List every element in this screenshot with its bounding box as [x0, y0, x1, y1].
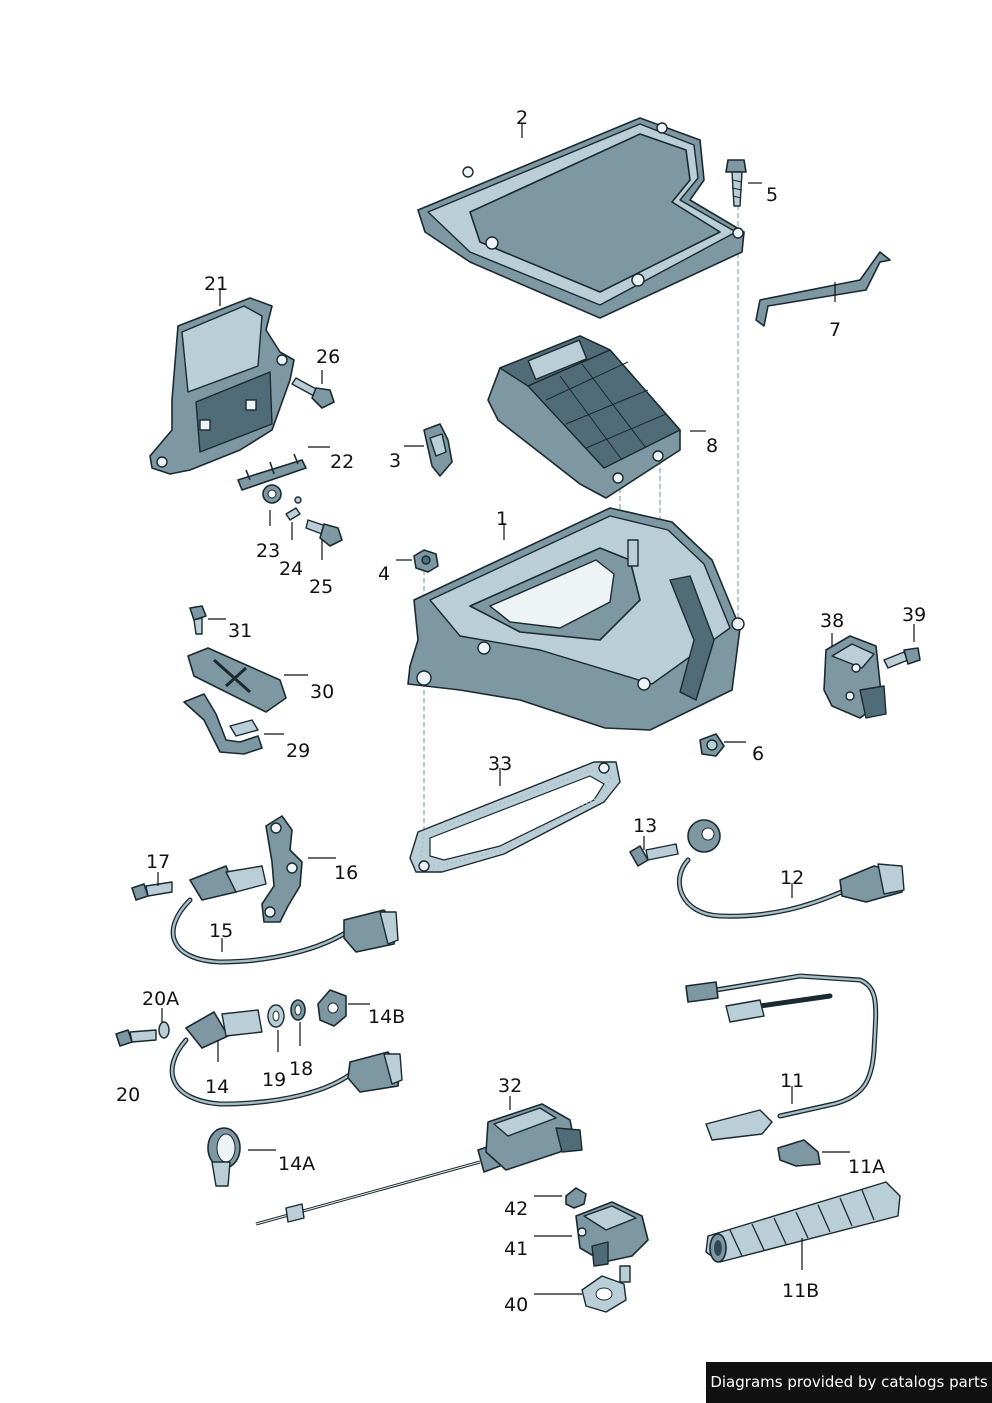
part-bolt-20	[115, 1029, 157, 1047]
part-housing	[407, 507, 745, 731]
part-clip-24	[285, 496, 302, 521]
part-screw-25	[305, 519, 343, 547]
part-bracket-16	[261, 815, 303, 923]
part-washer-20a	[158, 1021, 170, 1039]
callout-38: 38	[820, 610, 844, 632]
part-screw-26	[291, 377, 335, 409]
callout-24: 24	[279, 558, 303, 580]
part-ring-19	[267, 1004, 285, 1028]
part-sensor-14	[169, 1009, 403, 1107]
callout-41: 41	[504, 1238, 528, 1260]
callout-11: 11	[780, 1070, 804, 1092]
part-bracket-7	[755, 251, 891, 327]
callout-3: 3	[389, 450, 401, 472]
part-sensor-6	[699, 733, 725, 757]
part-nut-4	[413, 549, 439, 573]
callout-1: 1	[496, 508, 508, 530]
callout-2: 2	[516, 107, 528, 129]
part-bolt-5	[725, 159, 747, 207]
part-clip-3	[423, 423, 453, 477]
callout-20: 20	[116, 1084, 140, 1106]
part-clamp-14a	[207, 1127, 241, 1187]
callout-11b: 11B	[782, 1280, 819, 1302]
callout-19: 19	[262, 1069, 286, 1091]
part-cover	[417, 117, 745, 319]
callout-22: 22	[330, 451, 354, 473]
callout-29: 29	[286, 740, 310, 762]
part-strip-22	[237, 453, 307, 491]
callout-25: 25	[309, 576, 333, 598]
part-bracket-29	[183, 693, 263, 755]
callout-labels: 1 2 3 4 5 6 7 8 11 11A 11B 12 13 14 14A …	[116, 107, 926, 1316]
callout-40: 40	[504, 1294, 528, 1316]
part-module-38	[823, 635, 887, 719]
part-screw-39	[883, 647, 921, 669]
part-gasket-33	[409, 761, 621, 873]
callout-17: 17	[146, 851, 170, 873]
callout-7: 7	[829, 319, 841, 341]
callout-15: 15	[209, 920, 233, 942]
callout-20a: 20A	[142, 988, 179, 1010]
callout-23: 23	[256, 540, 280, 562]
callout-18: 18	[289, 1058, 313, 1080]
part-sensor-41	[575, 1201, 649, 1267]
callout-11a: 11A	[848, 1156, 885, 1178]
callout-14a: 14A	[278, 1153, 315, 1175]
callout-31: 31	[228, 620, 252, 642]
part-nut-42	[565, 1187, 587, 1209]
part-screw-13	[629, 843, 679, 867]
part-sensor-12	[677, 819, 905, 919]
callout-39: 39	[902, 604, 926, 626]
part-gasket-40	[581, 1265, 631, 1313]
callout-42: 42	[504, 1198, 528, 1220]
part-sleeve-11b	[705, 1181, 901, 1263]
callout-14b: 14B	[368, 1006, 405, 1028]
part-bolt-31	[189, 605, 207, 635]
callout-26: 26	[316, 346, 340, 368]
callout-12: 12	[780, 867, 804, 889]
callout-8: 8	[706, 435, 718, 457]
callout-6: 6	[752, 743, 764, 765]
part-bolt-17	[131, 881, 173, 901]
callout-32: 32	[498, 1075, 522, 1097]
callout-4: 4	[378, 563, 390, 585]
credit-banner: Diagrams provided by catalogs parts	[706, 1362, 992, 1403]
part-plate-30	[187, 647, 287, 713]
part-ring-18	[290, 999, 306, 1021]
callout-14: 14	[205, 1076, 229, 1098]
callout-5: 5	[766, 184, 778, 206]
part-seal-14b	[317, 989, 347, 1027]
part-sensor-15	[170, 865, 399, 965]
callout-16: 16	[334, 862, 358, 884]
leader-lines	[157, 124, 915, 1295]
part-control-module	[487, 335, 681, 499]
callout-30: 30	[310, 681, 334, 703]
part-oxygen-sensor-11	[685, 973, 879, 1141]
callout-21: 21	[204, 273, 228, 295]
part-clip-11a	[777, 1139, 821, 1167]
part-bracket-21	[149, 297, 295, 475]
callout-13: 13	[633, 815, 657, 837]
part-sensor-32	[255, 1103, 583, 1226]
callout-33: 33	[488, 753, 512, 775]
part-washer-23	[262, 484, 282, 504]
